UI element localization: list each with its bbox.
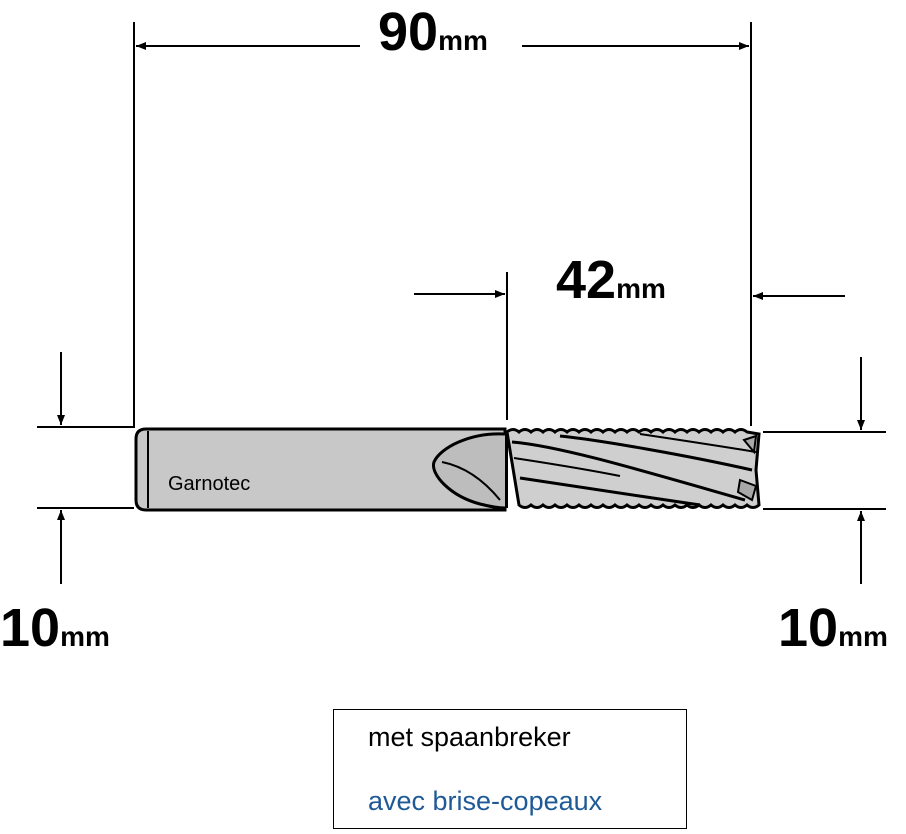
cutting-length-unit: mm — [616, 273, 666, 304]
cutter-diameter-value: 10 — [778, 598, 838, 658]
router-bit-diagram: 90mm 42mm 10mm 10mm Garnotec — [0, 2, 888, 658]
cutting-length-value: 42 — [556, 250, 616, 310]
flute-runout — [432, 432, 506, 510]
legend-box: met spaanbreker avec brise-copeaux — [333, 709, 687, 829]
cutter-diameter-unit: mm — [838, 621, 888, 652]
overall-length-value: 90 — [378, 2, 438, 62]
shank-diameter-label: 10mm — [0, 598, 110, 658]
overall-length-unit: mm — [438, 25, 488, 56]
tool-shank — [134, 427, 507, 512]
shank-diameter-unit: mm — [60, 621, 110, 652]
shank-diameter-value: 10 — [0, 598, 60, 658]
overall-length-label: 90mm — [378, 2, 488, 62]
brand-label: Garnotec — [168, 473, 250, 495]
cutter-diameter-label: 10mm — [778, 598, 888, 658]
cutting-section — [505, 428, 761, 509]
legend-french-text: avec brise-copeaux — [368, 786, 603, 816]
legend-dutch-text: met spaanbreker — [368, 722, 571, 752]
cutting-length-label: 42mm — [556, 250, 666, 310]
